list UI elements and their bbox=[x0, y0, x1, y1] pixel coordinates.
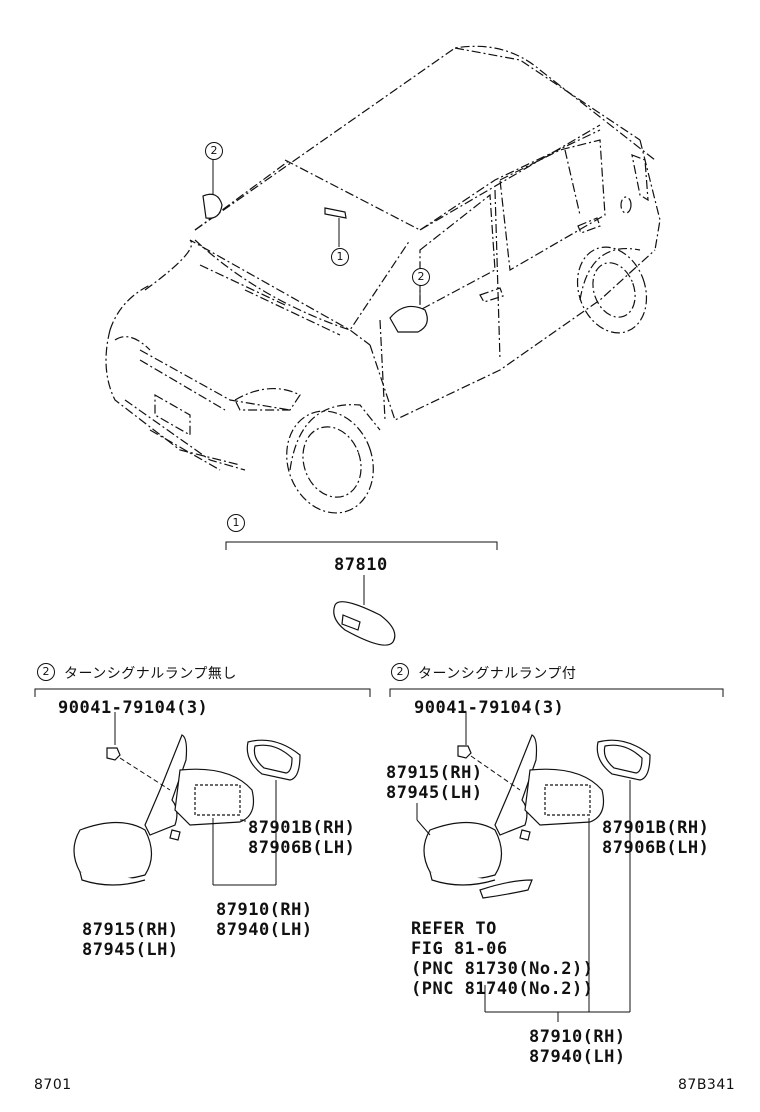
left-glass-lh: 87906B(LH) bbox=[248, 838, 356, 858]
footer-left-code: 8701 bbox=[34, 1077, 72, 1093]
right-cover-lh: 87945(LH) bbox=[386, 783, 483, 803]
refer-line-4: (PNC 81740(No.2)) bbox=[411, 979, 594, 999]
right-assy-rh: 87910(RH) bbox=[529, 1027, 626, 1047]
left-bolt-part: 90041-79104(3) bbox=[58, 698, 209, 718]
right-bolt-part: 90041-79104(3) bbox=[414, 698, 565, 718]
refer-line-3: (PNC 81730(No.2)) bbox=[411, 959, 594, 979]
section1-bracket bbox=[225, 541, 498, 605]
section1-callout: 1 bbox=[227, 514, 245, 532]
car-outline bbox=[105, 45, 661, 514]
rearview-mirror-shape bbox=[333, 601, 396, 646]
right-glass-lh: 87906B(LH) bbox=[602, 838, 710, 858]
left-cover-lh: 87945(LH) bbox=[82, 940, 179, 960]
car-mirror-markers bbox=[202, 193, 428, 333]
section-right-callout: 2 bbox=[391, 663, 409, 681]
left-cover-rh: 87915(RH) bbox=[82, 920, 179, 940]
car-callout-inner-mirror: 1 bbox=[331, 248, 349, 266]
left-assy-rh: 87910(RH) bbox=[216, 900, 313, 920]
refer-line-2: FIG 81-06 bbox=[411, 939, 508, 959]
left-leaders bbox=[114, 712, 277, 886]
rearview-mirror-part-number: 87810 bbox=[334, 555, 388, 575]
car-callout-right-mirror: 2 bbox=[412, 268, 430, 286]
section-left-callout: 2 bbox=[37, 663, 55, 681]
refer-line-1: REFER TO bbox=[411, 919, 497, 939]
right-assy-lh: 87940(LH) bbox=[529, 1047, 626, 1067]
section2-brackets bbox=[34, 688, 724, 697]
right-glass-rh: 87901B(RH) bbox=[602, 818, 710, 838]
right-mirror-parts bbox=[423, 734, 651, 899]
section-right-title: ターンシグナルランプ付 bbox=[418, 666, 577, 682]
right-cover-rh: 87915(RH) bbox=[386, 763, 483, 783]
section-left-title: ターンシグナルランプ無し bbox=[64, 666, 237, 682]
footer-right-code: 87B341 bbox=[678, 1077, 736, 1093]
left-assy-lh: 87940(LH) bbox=[216, 920, 313, 940]
left-glass-rh: 87901B(RH) bbox=[248, 818, 356, 838]
car-callout-left-mirror: 2 bbox=[205, 142, 223, 160]
left-mirror-parts bbox=[73, 734, 301, 886]
right-leaders bbox=[416, 712, 631, 1022]
car-leaders bbox=[212, 159, 421, 305]
